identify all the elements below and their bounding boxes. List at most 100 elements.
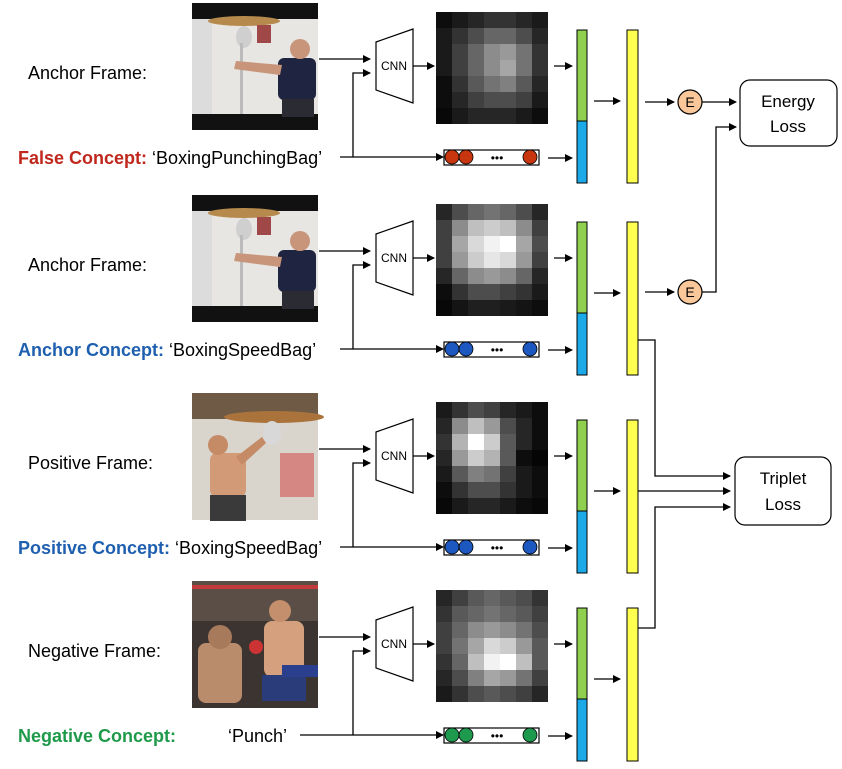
heatmap-cell	[468, 300, 484, 316]
concept-head: Positive Concept:	[18, 538, 170, 558]
heatmap-cell	[452, 60, 468, 76]
embedding-dot	[458, 539, 474, 555]
heatmap-cell	[532, 60, 548, 76]
heatmap-cell	[436, 220, 452, 236]
heatmap-cell	[452, 284, 468, 300]
concept-feature-bar	[576, 120, 588, 184]
heatmap-cell	[436, 482, 452, 498]
visual-feature-bar	[576, 419, 588, 512]
concept-value: ‘Punch’	[228, 726, 287, 746]
heatmap-cell	[468, 60, 484, 76]
speed-bag	[263, 421, 281, 445]
heatmap-cell	[452, 236, 468, 252]
heatmap-cell	[452, 606, 468, 622]
visual-feature-bar	[576, 607, 588, 700]
heatmap-cell	[452, 622, 468, 638]
attention-heatmap	[436, 590, 548, 702]
heatmap-cell	[468, 434, 484, 450]
cnn-label: CNN	[381, 449, 407, 463]
heatmap-cell	[484, 434, 500, 450]
heatmap-cell	[468, 236, 484, 252]
heatmap-cell	[468, 606, 484, 622]
heatmap-cell	[484, 220, 500, 236]
heatmap-cell	[500, 44, 516, 60]
concept-feature-bar	[576, 510, 588, 574]
heatmap-cell	[436, 300, 452, 316]
boxer-head	[290, 39, 310, 59]
heatmap-cell	[452, 76, 468, 92]
heatmap-cell	[516, 670, 532, 686]
heatmap-cell	[500, 284, 516, 300]
heatmap-cell	[516, 92, 532, 108]
heatmap-cell	[484, 450, 500, 466]
heatmap-cell	[452, 44, 468, 60]
heatmap-cell	[500, 606, 516, 622]
concept-label: Positive Concept: ‘BoxingSpeedBag’	[18, 538, 322, 558]
heatmap-cell	[468, 252, 484, 268]
heatmap-cell	[500, 654, 516, 670]
embedding-ellipsis: •••	[491, 151, 504, 165]
frame-pole	[240, 43, 243, 114]
energy-loss-label-line2: Loss	[770, 117, 806, 136]
cnn-block	[375, 28, 414, 104]
concept-value: ‘BoxingSpeedBag’	[175, 538, 322, 558]
concept-to-cnn-arrow	[352, 459, 371, 547]
heatmap-cell	[516, 498, 532, 514]
heatmap-cell	[436, 498, 452, 514]
speed-bag	[236, 218, 252, 240]
heatmap-cell	[516, 450, 532, 466]
heatmap-cell	[436, 418, 452, 434]
boxer-punching-bag-photo	[192, 195, 318, 322]
frame-label: Anchor Frame:	[28, 255, 147, 275]
heatmap-cell	[436, 466, 452, 482]
boxer-shorts	[210, 495, 246, 521]
speed-bag-platform	[208, 16, 280, 26]
heatmap-cell	[452, 418, 468, 434]
heatmap-cell	[532, 670, 548, 686]
heatmap-cell	[484, 590, 500, 606]
boxing-glove	[249, 640, 263, 654]
heatmap-cell	[484, 622, 500, 638]
concept-label: Anchor Concept: ‘BoxingSpeedBag’	[18, 340, 316, 360]
heatmap-cell	[500, 252, 516, 268]
boxer-torso	[210, 453, 246, 497]
heatmap-cell	[452, 466, 468, 482]
heatmap-cell	[532, 300, 548, 316]
heatmap-cell	[516, 606, 532, 622]
concept-gap	[176, 726, 181, 746]
heatmap-cell	[516, 268, 532, 284]
heatmap-cell	[484, 498, 500, 514]
boxer-head	[290, 231, 310, 251]
heatmap-cell	[452, 204, 468, 220]
energy-to-loss-arrow	[702, 123, 737, 293]
heatmap-cell	[532, 638, 548, 654]
concept-value: ‘BoxingPunchingBag’	[152, 148, 322, 168]
pipeline-row: Anchor Frame:False Concept: ‘BoxingPunch…	[18, 3, 639, 184]
frame-label: Anchor Frame:	[28, 63, 147, 83]
heatmap-cell	[532, 284, 548, 300]
heatmap-cell	[452, 28, 468, 44]
heatmap-cell	[484, 300, 500, 316]
boxer-speed-bag-photo	[192, 393, 324, 521]
pipeline-row: Anchor Frame: Anchor Concept: ‘BoxingSpee…	[18, 195, 639, 376]
embedding-dot	[522, 727, 538, 743]
heatmap-cell	[532, 466, 548, 482]
ring-rope	[192, 585, 318, 589]
attention-heatmap	[436, 402, 548, 514]
frame-bottom-bar	[192, 114, 318, 130]
heatmap-cell	[532, 92, 548, 108]
heatmap-cell	[484, 670, 500, 686]
heatmap-cell	[532, 622, 548, 638]
frame-top-bar	[192, 3, 318, 19]
heatmap-cell	[452, 402, 468, 418]
heatmap-cell	[516, 28, 532, 44]
boxer-left-head	[208, 625, 232, 649]
heatmap-cell	[436, 434, 452, 450]
heatmap-cell	[484, 92, 500, 108]
heatmap-cell	[532, 12, 548, 28]
heatmap-cell	[436, 670, 452, 686]
boxer-torso	[278, 58, 316, 100]
heatmap-cell	[468, 498, 484, 514]
heatmap-cell	[500, 92, 516, 108]
heatmap-cell	[532, 654, 548, 670]
